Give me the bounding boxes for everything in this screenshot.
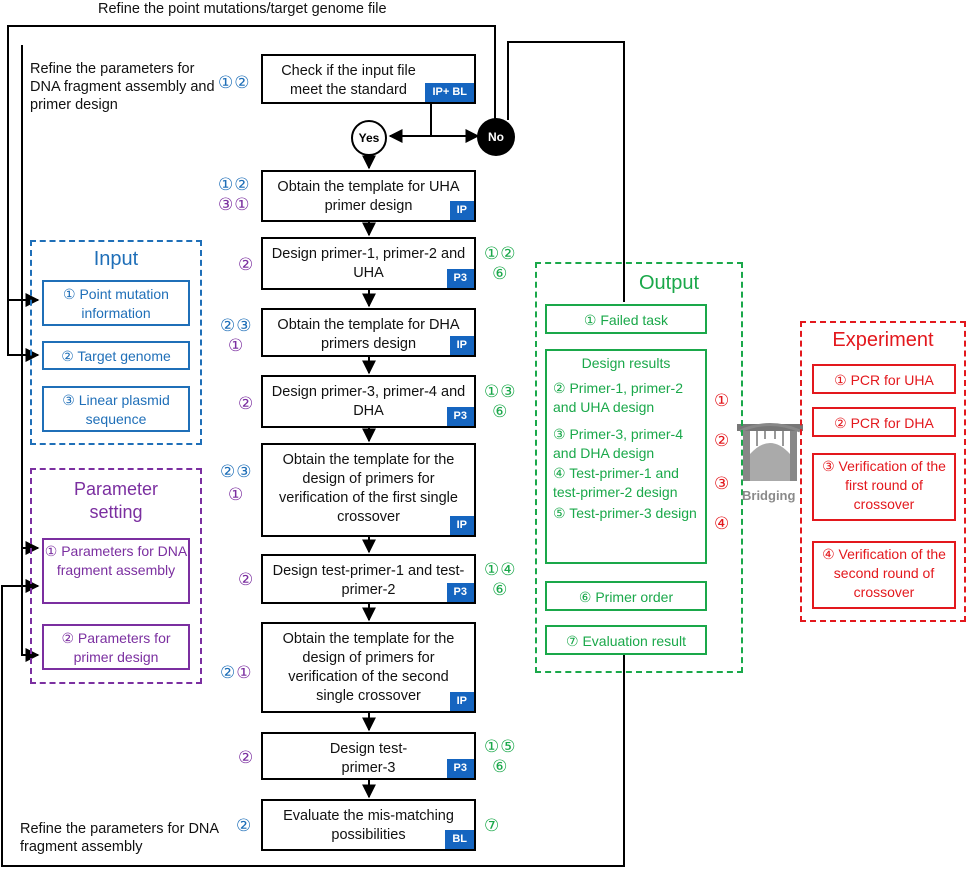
step-text: Design primer-3, primer-4 and DHA (271, 384, 466, 419)
yes-node: Yes (351, 120, 387, 156)
exp-verify-second: ④ Verification of the second round of cr… (812, 541, 956, 609)
input-target-genome: ② Target genome (42, 341, 190, 370)
step-1-refs-blue: ①② (218, 175, 251, 194)
parameter-title: Parameter setting (73, 479, 159, 523)
param-dna-assembly: ① Parameters for DNA fragment assembly (42, 538, 190, 604)
step-text: Design test-primer-1 and test-primer-2 (272, 563, 465, 598)
output-group: Output ① Failed task Design results ② Pr… (535, 262, 743, 673)
output-evaluation-result: ⑦ Evaluation result (545, 625, 707, 655)
step-4-out-refs: ①③ ⑥ (484, 382, 517, 421)
step-3-refs-blue: ②③ (220, 316, 253, 335)
step-5-refs-purple: ① (228, 485, 245, 504)
step-2-out-refs: ①② ⑥ (484, 244, 517, 283)
tool-badge: BL (445, 830, 474, 849)
step-text: Evaluate the mis-matching possibilities (283, 808, 454, 843)
step-first-crossover-template: Obtain the template for the design of pr… (261, 443, 476, 537)
step-design-dha: Design primer-3, primer-4 and DHA P3 (261, 375, 476, 428)
tool-badge: IP (449, 201, 474, 220)
bridge-ref-1: ① (714, 391, 731, 410)
step-3-refs-purple: ① (228, 336, 245, 355)
step-text: Obtain the template for the design of pr… (282, 631, 455, 704)
step-check-input: Check if the input file meet the standar… (261, 54, 476, 104)
refine-mutations-label: Refine the point mutations/target genome… (98, 1, 387, 17)
tool-badge: IP (449, 336, 474, 355)
step-6-out-refs: ①④ ⑥ (484, 560, 517, 599)
tool-badge: P3 (446, 583, 474, 602)
tool-badge: P3 (446, 407, 474, 426)
experiment-title: Experiment (832, 329, 934, 351)
bridge-ref-3: ③ (714, 474, 731, 493)
bridge-ref-4: ④ (714, 514, 731, 533)
step-6-refs: ② (238, 570, 255, 589)
no-node: No (477, 118, 515, 156)
design-item: ⑤ Test-primer-3 design (553, 505, 697, 522)
step-design-uha: Design primer-1, primer-2 and UHA P3 (261, 237, 476, 290)
step-uha-template: Obtain the template for UHA primer desig… (261, 170, 476, 222)
step-text: Check if the input file meet the standar… (281, 63, 416, 98)
parameter-group: Parameter setting ① Parameters for DNA f… (30, 468, 202, 684)
tool-badge: IP (449, 516, 474, 535)
step-text: Obtain the template for DHA primers desi… (277, 317, 460, 352)
refine-parameters-label: Refine the parameters for DNA fragment a… (30, 61, 215, 114)
step-evaluate-mismatch: Evaluate the mis-matching possibilities … (261, 799, 476, 851)
design-item: ③ Primer-3, primer-4 and DHA design (553, 425, 684, 461)
step-text: Obtain the template for the design of pr… (279, 452, 458, 525)
output-failed-task: ① Failed task (545, 304, 707, 334)
step-1-refs-purple: ③① (218, 195, 251, 214)
refine-assembly-label: Refine the parameters for DNA fragment a… (20, 821, 219, 856)
design-item: ② Primer-1, primer-2 and UHA design (553, 379, 684, 415)
step-dha-template: Obtain the template for DHA primers desi… (261, 308, 476, 357)
step-text: Design test-primer-3 (329, 741, 408, 776)
yes-label: Yes (358, 131, 380, 145)
step-2-refs: ② (238, 255, 255, 274)
bridge-ref-2: ② (714, 431, 731, 450)
input-group: Input ① Point mutation information ② Tar… (30, 240, 202, 445)
step-0-refs: ①② (218, 73, 251, 92)
design-item: ④ Test-primer-1 and test-primer-2 design (553, 465, 679, 501)
step-7-refs-blue: ② (220, 663, 237, 682)
step-5-refs-blue: ②③ (220, 462, 253, 481)
step-design-test-primer-1-2: Design test-primer-1 and test-primer-2 P… (261, 554, 476, 604)
tool-badge: IP (449, 692, 474, 711)
no-label: No (488, 130, 504, 144)
output-primer-order: ⑥ Primer order (545, 581, 707, 611)
step-9-out-refs: ⑦ (484, 816, 501, 835)
tool-badge: P3 (446, 269, 474, 288)
step-8-refs: ② (238, 748, 255, 767)
input-title: Input (93, 248, 139, 270)
input-point-mutation: ① Point mutation information (42, 280, 190, 326)
step-4-refs: ② (238, 394, 255, 413)
exp-pcr-dha: ② PCR for DHA (812, 407, 956, 437)
output-design-results: Design results ② Primer-1, primer-2 and … (545, 349, 707, 564)
step-text: Design primer-1, primer-2 and UHA (271, 246, 466, 281)
output-title: Output (638, 272, 700, 294)
step-design-test-primer-3: Design test-primer-3 P3 (261, 732, 476, 780)
input-linear-plasmid: ③ Linear plasmid sequence (42, 386, 190, 432)
step-7-refs: ②① (220, 663, 253, 683)
tool-badge: P3 (446, 759, 474, 778)
exp-verify-first: ③ Verification of the first round of cro… (812, 453, 956, 521)
step-7-refs-purple: ① (236, 663, 253, 682)
bridge-icon (737, 423, 803, 481)
design-results-title: Design results (581, 355, 671, 371)
bridging-label: Bridging (742, 488, 796, 503)
exp-pcr-uha: ① PCR for UHA (812, 364, 956, 394)
step-text: Obtain the template for UHA primer desig… (277, 179, 460, 214)
step-9-refs: ② (236, 816, 253, 835)
tool-badge: IP+ BL (425, 83, 474, 102)
experiment-group: Experiment ① PCR for UHA ② PCR for DHA ③… (800, 321, 966, 622)
step-second-crossover-template: Obtain the template for the design of pr… (261, 622, 476, 713)
param-primer-design: ② Parameters for primer design (42, 624, 190, 670)
step-8-out-refs: ①⑤ ⑥ (484, 737, 517, 776)
